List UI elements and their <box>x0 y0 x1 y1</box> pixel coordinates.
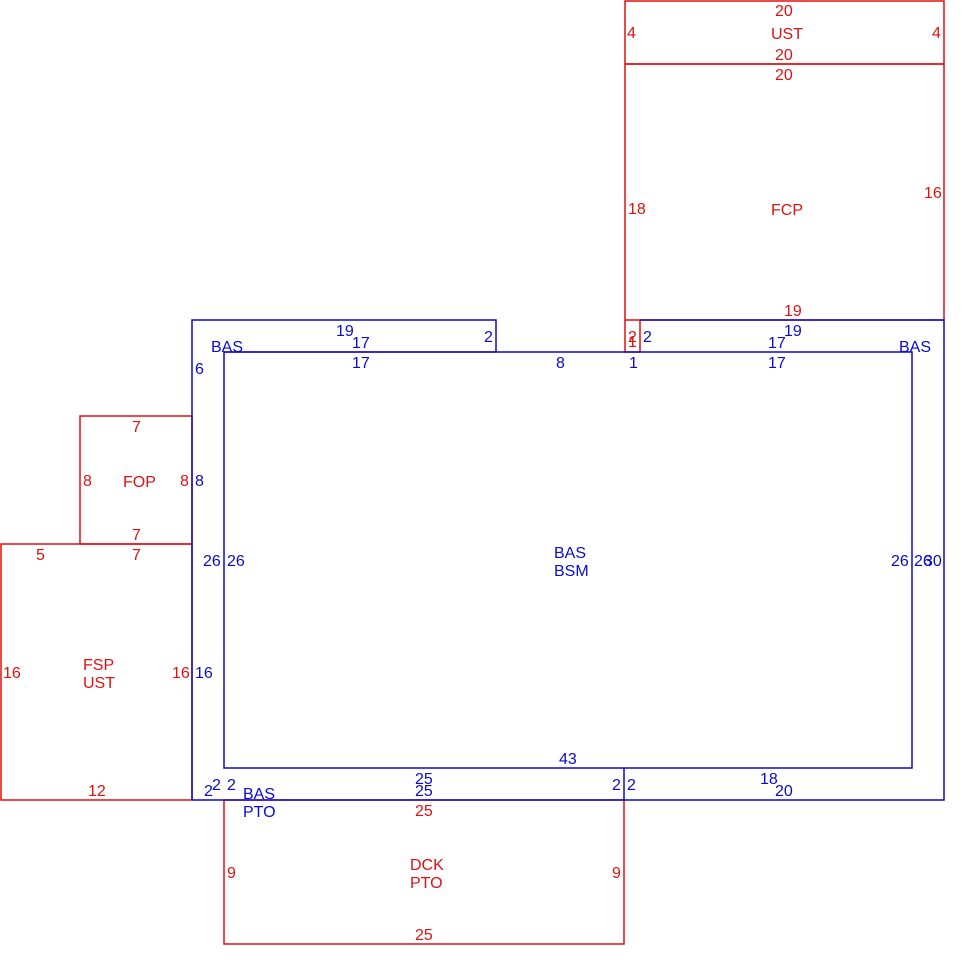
dim-label: 12 <box>88 783 106 800</box>
ust-top-label: UST <box>771 26 803 43</box>
bas-right-outline <box>624 319 945 801</box>
dim-label: 19 <box>784 323 802 340</box>
dim-label: 2 <box>627 777 636 794</box>
dim-label: 19 <box>784 303 802 320</box>
dim-label: 9 <box>612 865 621 882</box>
pto-bas-label: BAS <box>243 786 275 803</box>
dim-label: 2 <box>227 777 236 794</box>
fcp-label: FCP <box>771 202 803 219</box>
dck-label: DCK <box>410 857 444 874</box>
dim-label: 26 <box>227 553 245 570</box>
dim-label: 17 <box>352 355 370 372</box>
dck-pto-label: PTO <box>410 875 443 892</box>
dim-label: 4 <box>932 25 941 42</box>
dim-label: 18 <box>760 771 778 788</box>
dim-label: 25 <box>415 927 433 944</box>
dim-label: 6 <box>195 361 204 378</box>
dim-label: 25 <box>415 803 433 820</box>
dim-label: 25 <box>415 771 433 788</box>
dim-label: 8 <box>180 473 189 490</box>
bas-right-label: BAS <box>899 339 931 356</box>
dim-label: 26 <box>891 553 909 570</box>
dim-label: 16 <box>172 665 190 682</box>
dim-label: 5 <box>36 547 45 564</box>
main-bsm-label: BSM <box>554 563 589 580</box>
dim-label: 2 <box>628 329 637 346</box>
fsp-ust-label: UST <box>83 675 115 692</box>
dim-label: 7 <box>132 419 141 436</box>
dim-label: 7 <box>132 527 141 544</box>
dim-label: 17 <box>768 335 786 352</box>
dim-label: 7 <box>132 547 141 564</box>
dim-label: 9 <box>227 865 236 882</box>
bas-outer-outline <box>191 319 497 800</box>
pto-bas-outline <box>192 768 625 801</box>
dim-label: 8 <box>556 355 565 372</box>
dim-label: 2 <box>612 777 621 794</box>
dim-label: 17 <box>352 335 370 352</box>
bas-left-label: BAS <box>211 339 243 356</box>
dim-label: 2 <box>643 329 652 346</box>
fsp-label: FSP <box>83 657 114 674</box>
fcp-area-outline <box>624 63 945 321</box>
dim-label: 19 <box>336 323 354 340</box>
dim-label: 8 <box>83 473 92 490</box>
dim-label: 1 <box>628 334 637 351</box>
dim-label: 20 <box>775 3 793 20</box>
dim-label: 16 <box>924 185 942 202</box>
dim-label: 2 <box>212 777 221 794</box>
dim-label: 1 <box>629 355 638 372</box>
dim-label: 16 <box>195 665 213 682</box>
main-bas-label: BAS <box>554 545 586 562</box>
dim-label: 20 <box>775 783 793 800</box>
dim-label: 2 <box>484 329 493 346</box>
dim-label: 2 <box>204 783 213 800</box>
fop-label: FOP <box>123 474 156 491</box>
dim-label: 4 <box>627 25 636 42</box>
dim-label: 43 <box>559 751 577 768</box>
dim-label: 18 <box>628 201 646 218</box>
dim-label: 8 <box>195 473 204 490</box>
pto-label: PTO <box>243 804 276 821</box>
dim-label: 17 <box>768 355 786 372</box>
dim-label: 26 <box>203 553 221 570</box>
dim-label: 30 <box>924 553 942 570</box>
dim-label: 25 <box>415 783 433 800</box>
dim-label: 16 <box>3 665 21 682</box>
dim-label: 26 <box>914 553 932 570</box>
dim-label: 20 <box>775 67 793 84</box>
main-bas-bsm-outline <box>223 351 913 769</box>
dim-label: 20 <box>775 47 793 64</box>
